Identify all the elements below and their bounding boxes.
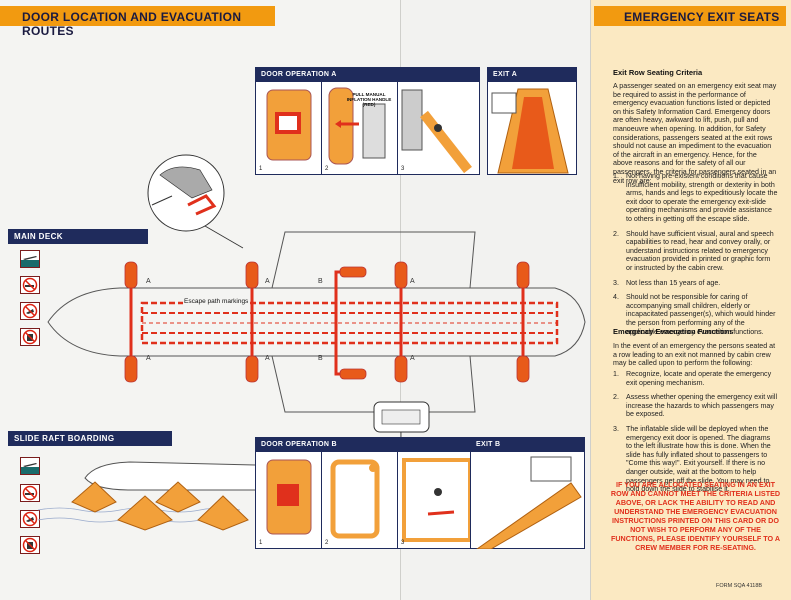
door-label: A xyxy=(146,355,151,362)
functions-list: 1.Recognize, locate and operate the emer… xyxy=(613,370,778,500)
fold-line xyxy=(590,0,591,600)
exit-b-panel: EXIT B xyxy=(470,437,585,549)
criteria-intro: A passenger seated on an emergency exit … xyxy=(613,82,777,185)
no-high-heels-icon xyxy=(20,510,40,528)
step-cell: 3 xyxy=(398,452,479,548)
escape-path-label: Escape path markings xyxy=(183,298,250,305)
function-item: 3.The inflatable slide will be deployed … xyxy=(613,424,771,494)
no-smoking-icon xyxy=(20,484,40,502)
pull-handle-label: PULL MANUAL INFLATION HANDLE (RED) xyxy=(346,92,392,108)
step-cell: 2 xyxy=(322,452,398,548)
panel-title: EXIT A xyxy=(488,68,576,82)
step-cell: 3 xyxy=(398,82,479,174)
no-high-heels-icon xyxy=(20,302,40,320)
function-item: 2.Assess whether opening the emergency e… xyxy=(613,393,778,419)
door-label: A xyxy=(410,355,415,362)
right-title: EMERGENCY EXIT SEATS xyxy=(594,6,786,26)
aircraft-water-icon xyxy=(20,250,40,268)
panel-title: DOOR OPERATION B xyxy=(256,438,479,452)
criteria-item: 2.Should have sufficient visual, aural a… xyxy=(613,229,774,272)
no-smoking-icon xyxy=(20,276,40,294)
door-label: A xyxy=(410,278,415,285)
panel-title: EXIT B xyxy=(471,438,584,452)
panel-title: DOOR OPERATION A xyxy=(256,68,479,82)
right-page xyxy=(590,0,791,600)
criteria-item: 1.Not having pre-existent conditions tha… xyxy=(613,172,778,223)
criteria-title: Exit Row Seating Criteria xyxy=(613,68,703,77)
criteria-item: 4.Should not be responsible for caring o… xyxy=(613,293,776,336)
door-label: A xyxy=(265,278,270,285)
slide-raft-bar: SLIDE RAFT BOARDING xyxy=(8,431,172,446)
no-baggage-icon xyxy=(20,328,40,346)
step-cell: PULL MANUAL INFLATION HANDLE (RED) 2 xyxy=(322,82,398,174)
form-number: FORM SQA 4118B xyxy=(716,583,763,589)
no-baggage-icon xyxy=(20,536,40,554)
door-operation-b-panel: DOOR OPERATION B 1 2 3 xyxy=(255,437,480,549)
door-operation-a-panel: DOOR OPERATION A 1 PULL MANUAL INFLATION… xyxy=(255,67,480,175)
exit-a-panel: EXIT A xyxy=(487,67,577,175)
door-label: B xyxy=(318,278,323,285)
page-title: DOOR LOCATION AND EVACUATION ROUTES xyxy=(0,6,275,38)
aircraft-water-icon xyxy=(20,457,40,475)
functions-intro: In the event of an emergency the persons… xyxy=(613,342,776,368)
aircraft-diagram xyxy=(37,154,586,531)
step-cell: 1 xyxy=(256,452,322,548)
door-label: A xyxy=(146,278,151,285)
functions-title: Emergency Evacuation Functions xyxy=(613,327,734,336)
door-label: B xyxy=(318,355,323,362)
criteria-item: 3.Not less than 15 years of age. xyxy=(613,278,721,287)
door-label: A xyxy=(265,355,270,362)
criteria-list: 1.Not having pre-existent conditions tha… xyxy=(613,172,778,342)
main-deck-bar: MAIN DECK xyxy=(8,229,148,244)
function-item: 1.Recognize, locate and operate the emer… xyxy=(613,370,772,387)
reseating-warning: IF YOU ARE ALLOCATED SEATING IN AN EXIT … xyxy=(610,480,781,552)
step-cell: 1 xyxy=(256,82,322,174)
